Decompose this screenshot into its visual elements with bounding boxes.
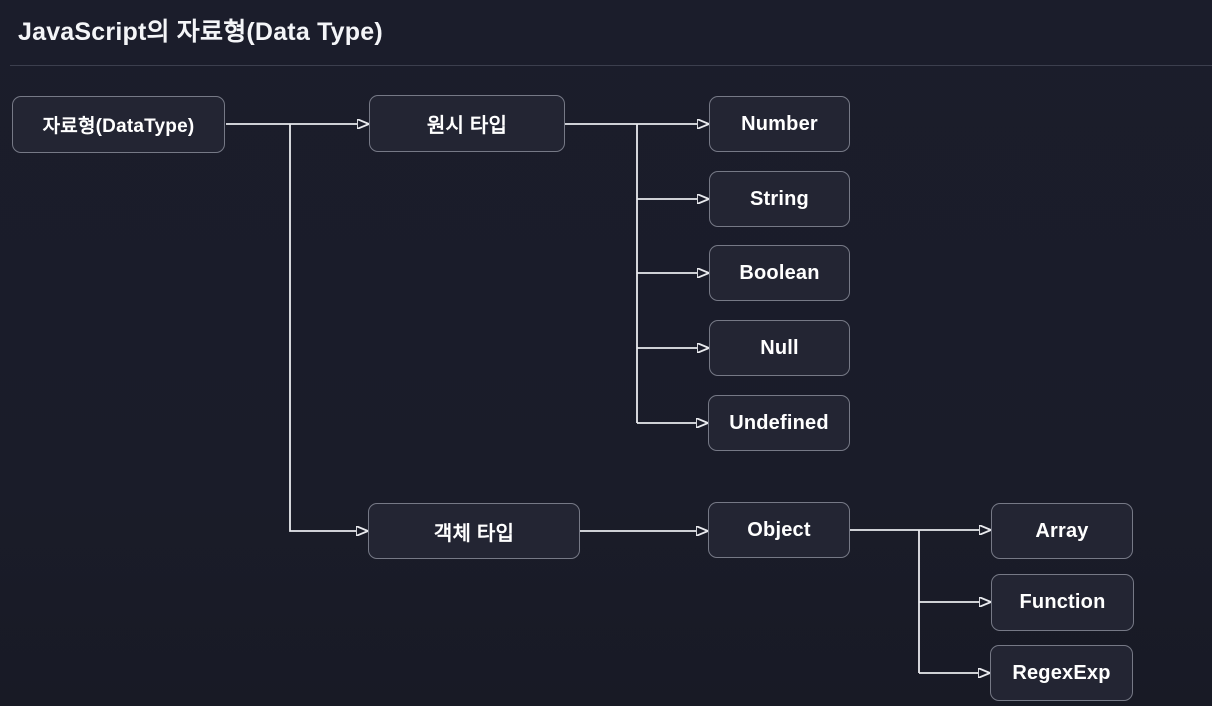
node-number: Number bbox=[709, 96, 850, 152]
node-object-type: 객체 타입 bbox=[368, 503, 580, 559]
page-title: JavaScript의 자료형(Data Type) bbox=[18, 18, 383, 46]
node-array: Array bbox=[991, 503, 1133, 559]
node-string: String bbox=[709, 171, 850, 227]
node-regexexp: RegexExp bbox=[990, 645, 1133, 701]
node-null: Null bbox=[709, 320, 850, 376]
node-function: Function bbox=[991, 574, 1134, 631]
node-undefined: Undefined bbox=[708, 395, 850, 451]
edge-datatype-object-type bbox=[289, 124, 356, 531]
node-boolean: Boolean bbox=[709, 245, 850, 301]
title-divider bbox=[10, 65, 1212, 66]
node-datatype: 자료형(DataType) bbox=[12, 96, 225, 153]
node-primitive-type: 원시 타입 bbox=[369, 95, 565, 152]
node-object: Object bbox=[708, 502, 850, 558]
